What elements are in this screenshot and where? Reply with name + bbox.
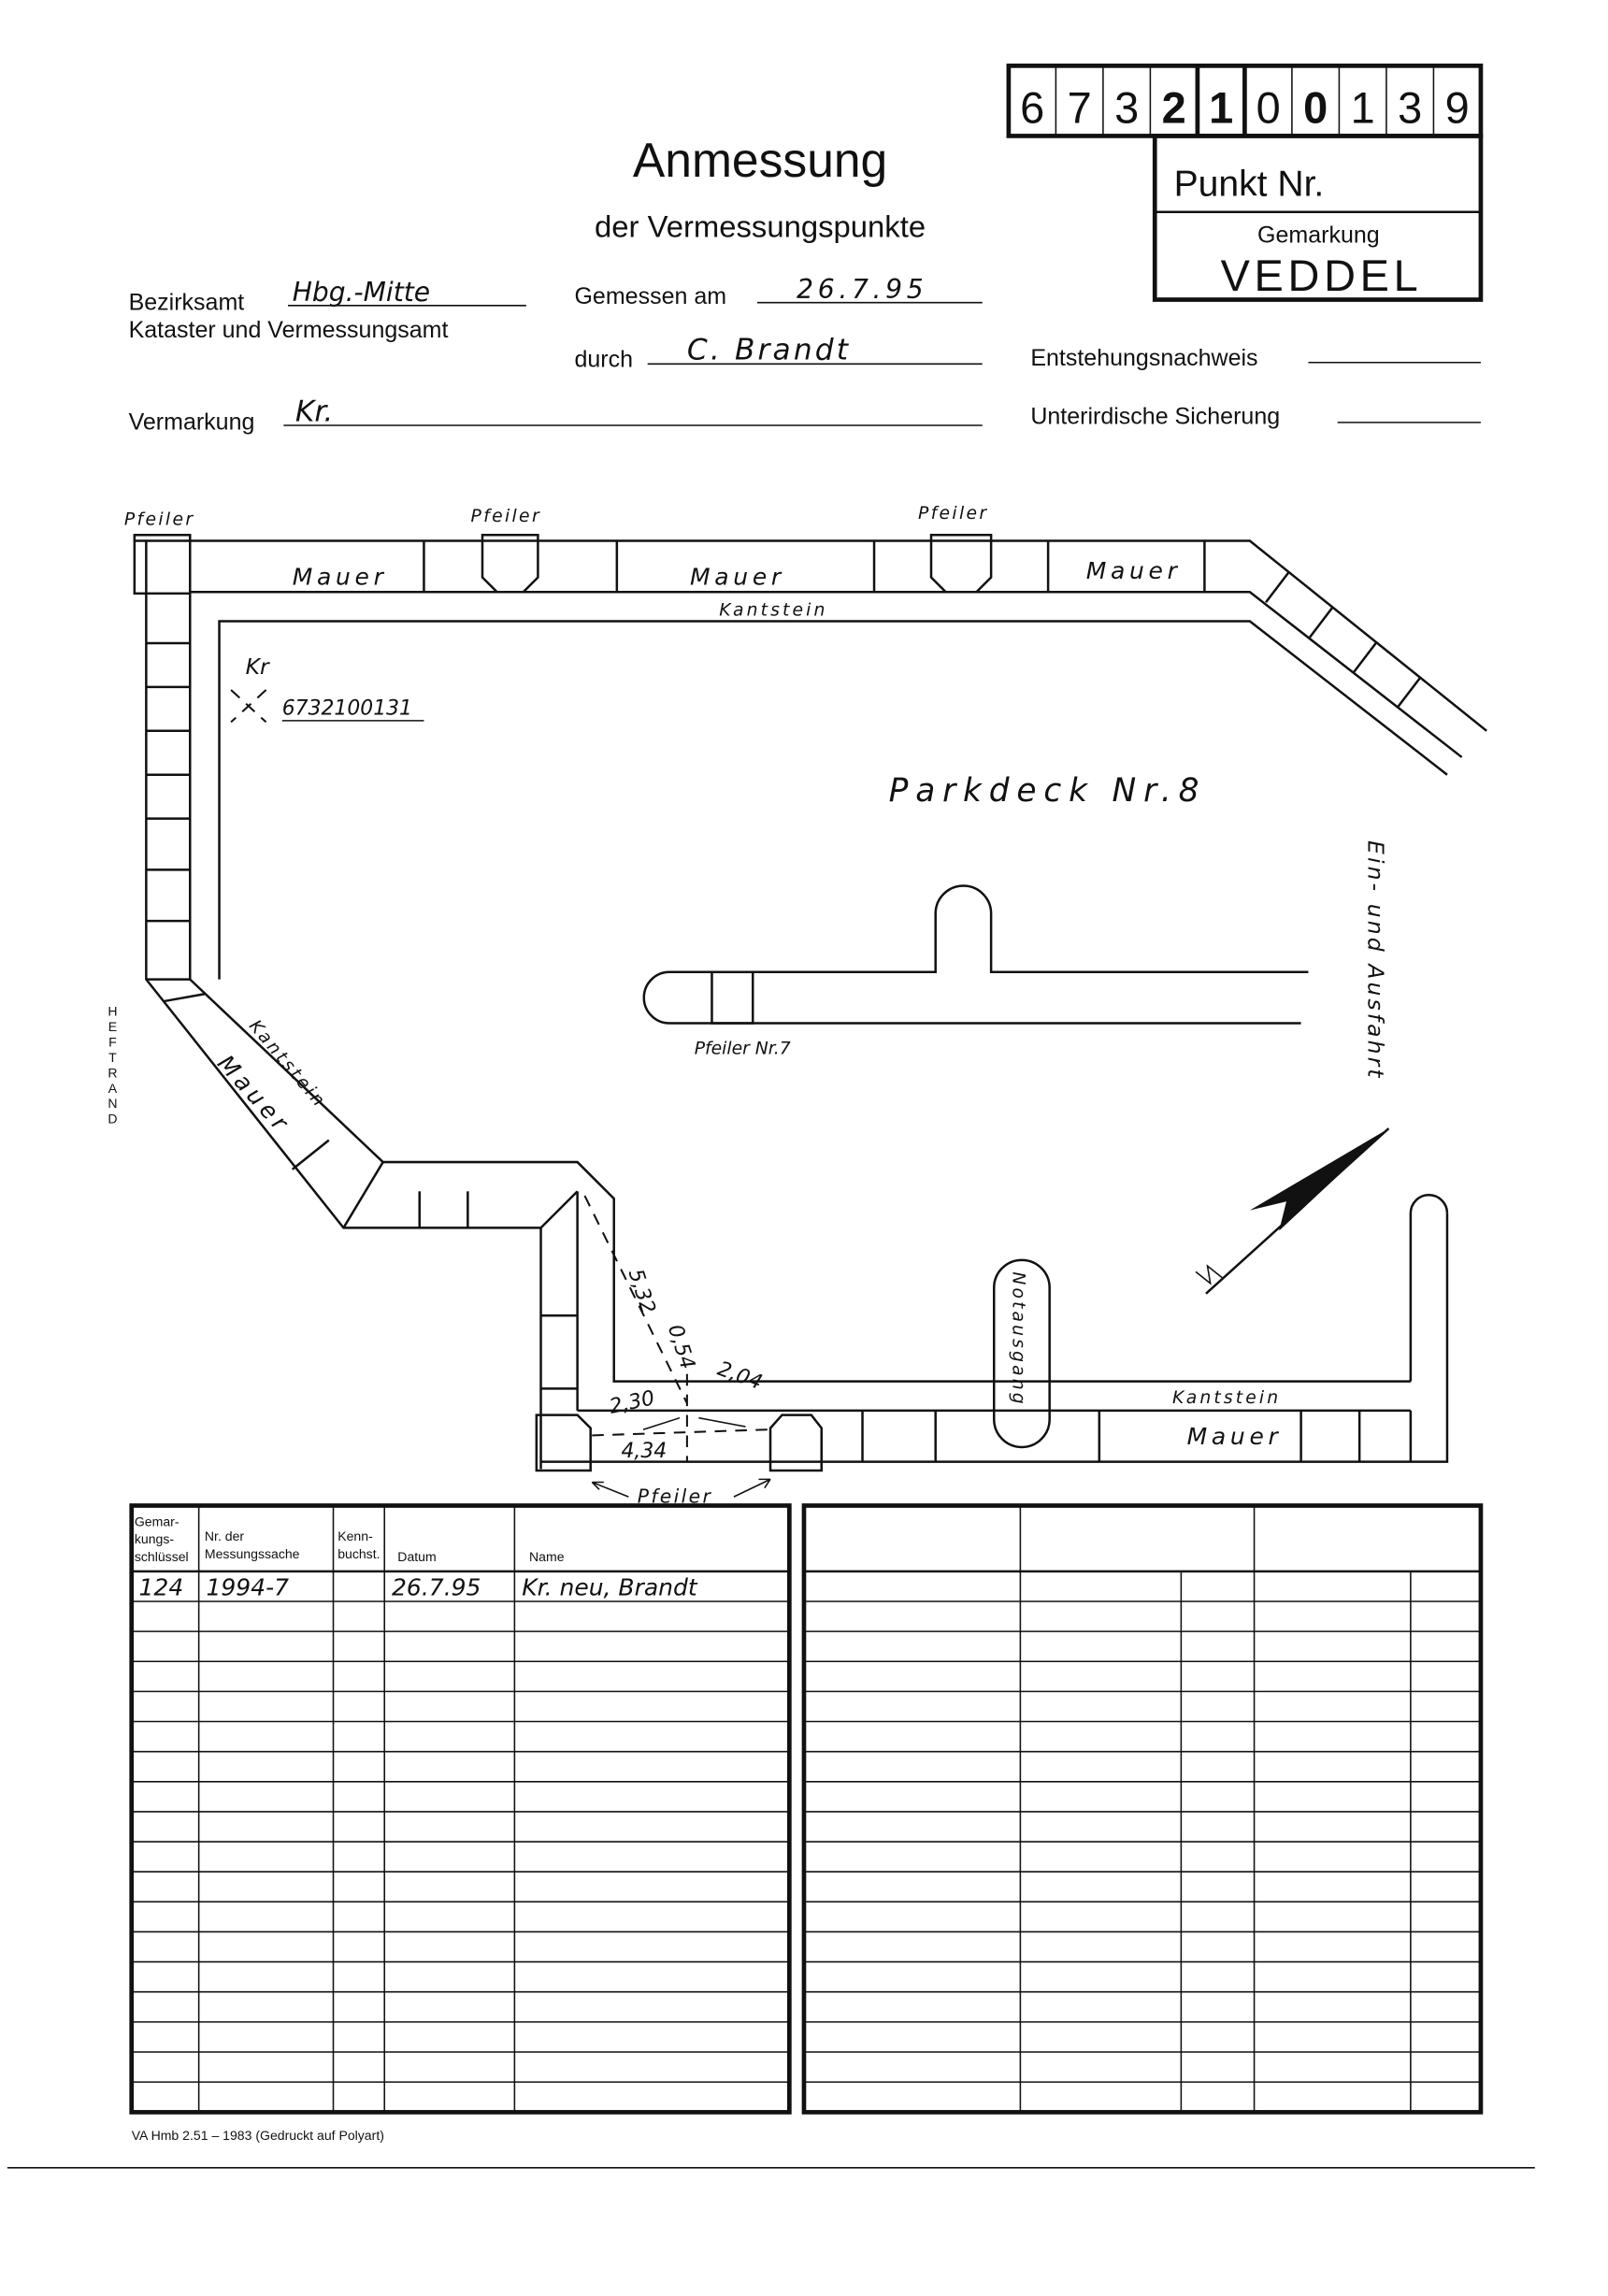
kr-label: Kr (246, 653, 270, 680)
vermarkung-value: Kr. (295, 395, 333, 428)
einfahrt-label: Ein- und Ausfahrt (1363, 840, 1389, 1081)
punkt-box: Punkt Nr. Gemarkung VEDDEL (1152, 134, 1484, 302)
form-fields: Bezirksamt Hbg.-Mitte Kataster und Verme… (129, 274, 1481, 436)
page-title: Anmessung (633, 133, 887, 187)
point-number-digit: 7 (1068, 83, 1092, 132)
vermarkung-label: Vermarkung (129, 409, 255, 436)
unterirdisch-label: Unterirdische Sicherung (1030, 403, 1280, 429)
table-cell: 26.7.95 (392, 1574, 481, 1601)
point-number-digit: 1 (1209, 83, 1233, 132)
punkt-label: Punkt Nr. (1174, 165, 1325, 205)
pfeiler-nr7-label: Pfeiler Nr.7 (695, 1039, 791, 1058)
durch-value: C. Brandt (687, 334, 851, 367)
point-number-digit: 6 (1020, 83, 1044, 132)
mauer-label: Mauer (1086, 557, 1182, 584)
measurement-2-04: 2,04 (714, 1357, 765, 1395)
entstehung-label: Entstehungsnachweis (1030, 345, 1257, 371)
bezirksamt-label: Bezirksamt (129, 289, 245, 315)
table-header: Name (529, 1549, 565, 1564)
mauer-label: Mauer (293, 563, 388, 590)
pfeiler-label: Pfeiler (470, 507, 541, 526)
mauer-label: Mauer (690, 563, 785, 590)
kantstein-label: Kantstein (1172, 1388, 1281, 1408)
table-row: 124 1994-7 26.7.95 Kr. neu, Brandt (139, 1574, 698, 1601)
kantstein-label: Kantstein (719, 600, 827, 620)
point-number-digit: 0 (1256, 83, 1281, 132)
table-header: Gemar-kungs-schlüssel (135, 1514, 189, 1564)
point-number-digit: 3 (1114, 83, 1139, 132)
table-header: Kenn-buchst. (337, 1528, 380, 1561)
gemessen-label: Gemessen am (574, 283, 726, 309)
gemarkung-label: Gemarkung (1257, 222, 1380, 249)
north-arrow-icon (1195, 1127, 1390, 1295)
mauer-label: Mauer (1187, 1423, 1283, 1450)
table-cell: 124 (139, 1574, 184, 1601)
point-number-digit: 1 (1351, 83, 1375, 132)
measurement-5-32: 5,32 (624, 1266, 660, 1316)
page-subtitle: der Vermessungspunkte (595, 208, 926, 243)
gemarkung-value: VEDDEL (1221, 251, 1423, 300)
point-number-digit: 3 (1398, 83, 1422, 132)
survey-point-marker (230, 689, 267, 724)
measurement-4-34: 4,34 (622, 1440, 668, 1463)
gemessen-value: 26.7.95 (797, 274, 927, 305)
table-cell: 1994-7 (206, 1574, 289, 1601)
point-number-digit: 2 (1162, 83, 1186, 132)
table-cell: Kr. neu, Brandt (522, 1574, 698, 1601)
pfeiler-label: Pfeiler (918, 504, 989, 524)
kr-number: 6732100131 (282, 697, 412, 721)
table-header: Datum (397, 1549, 436, 1564)
notausgang-shape (992, 1258, 1051, 1449)
point-number-digit: 9 (1445, 83, 1470, 132)
point-number-digit: 0 (1303, 83, 1328, 132)
measurement-2-30: 2,30 (608, 1386, 657, 1419)
pfeiler-label: Pfeiler (124, 509, 195, 529)
notausgang-label: Notausgang (1009, 1271, 1028, 1406)
parkdeck-label: Parkdeck Nr.8 (889, 772, 1207, 810)
durch-label: durch (574, 346, 633, 372)
site-sketch: Pfeiler Pfeiler Pfeiler Pfeiler Mauer Ma… (108, 504, 1487, 1507)
kataster-label: Kataster und Vermessungsamt (129, 317, 449, 343)
form-footer: VA Hmb 2.51 – 1983 (Gedruckt auf Polyart… (132, 2128, 384, 2143)
bezirksamt-value: Hbg.-Mitte (293, 277, 430, 308)
